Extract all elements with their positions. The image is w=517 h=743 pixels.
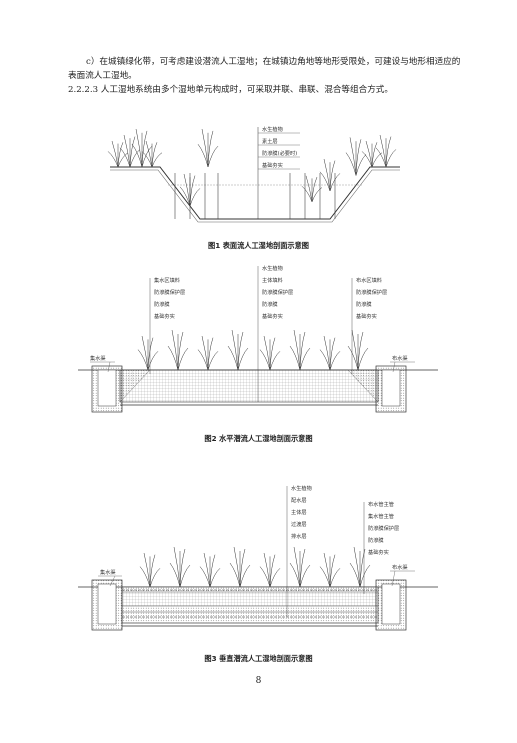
fig2-center-label-0: 水生植物 <box>262 264 283 272</box>
fig3-right-label-3: 防渗膜 <box>368 536 384 544</box>
reed-plant <box>107 140 129 168</box>
fig3-center-label-0: 水生植物 <box>291 484 312 492</box>
reed-plant <box>319 335 341 371</box>
figure-2-labels-right: 布水区填料 防渗膜保护层 防渗膜 基础夯实 <box>351 276 387 374</box>
figure-2-labels-center: 水生植物 主体填料 防渗膜保护层 防渗膜 基础夯实 <box>257 264 293 402</box>
figure-3-caption: 图3 垂直潜流人工湿地剖面示意图 <box>204 654 313 663</box>
fig1-label-base: 基础夯实 <box>262 161 283 169</box>
fig2-right-label-1: 防渗膜保护层 <box>356 288 387 296</box>
fig2-left-label-0: 集水区填料 <box>154 276 180 284</box>
fig3-center-label-3: 过渡层 <box>291 520 307 528</box>
fig3-right-label-4: 基础夯实 <box>368 548 389 556</box>
paragraph-clause-2-2-2-3: 2.2.2.3 人工湿地系统由多个湿地单元构成时，可采取并联、串联、混合等组合方… <box>68 85 393 95</box>
reed-plant <box>345 137 367 176</box>
reed-plant <box>119 134 141 168</box>
figure-2-caption: 图2 水平潜流人工湿地剖面示意图 <box>204 434 313 443</box>
reed-plant <box>259 335 281 371</box>
fig2-left-label-3: 基础夯实 <box>154 312 175 320</box>
reed-plant <box>141 140 163 168</box>
reed-plant <box>347 329 369 371</box>
reed-plant <box>229 546 251 588</box>
fig2-left-label-2: 防渗膜 <box>154 300 170 308</box>
reed-plant <box>227 329 249 371</box>
fig3-center-label-2: 主体层 <box>291 508 307 516</box>
fig2-center-label-2: 防渗膜保护层 <box>262 288 293 296</box>
fig3-label-left-tank: 集水渠 <box>100 568 116 576</box>
fig2-left-label-1: 防渗膜保护层 <box>154 288 185 296</box>
figure-3-labels-center: 水生植物 配水层 主体层 过渡层 排水层 <box>286 484 312 617</box>
reed-plant <box>169 546 191 588</box>
fig2-right-label-2: 防渗膜 <box>356 300 372 308</box>
fig1-label-soil: 素土层 <box>262 137 278 145</box>
reed-plant <box>289 546 311 588</box>
fig2-center-label-1: 主体填料 <box>262 276 283 284</box>
fig3-center-label-1: 配水层 <box>291 496 307 504</box>
reed-plant <box>289 329 311 371</box>
fig2-right-label-0: 布水区填料 <box>356 276 382 284</box>
reed-plant <box>375 134 397 168</box>
fig3-label-right-tank: 布水渠 <box>392 563 408 571</box>
fig2-center-label-4: 基础夯实 <box>262 312 283 320</box>
figure-2-labels-left: 集水区填料 防渗膜保护层 防渗膜 基础夯实 <box>149 276 185 374</box>
reed-plant <box>349 546 371 588</box>
reed-plant <box>197 128 219 168</box>
figure-1-labels: 水生植物 素土层 防渗膜(必要时) 基础夯实 <box>258 125 300 170</box>
figure-1-surface-flow-diagram: 水生植物 素土层 防渗膜(必要时) 基础夯实 <box>107 125 400 223</box>
fig1-label-membrane: 防渗膜(必要时) <box>262 149 297 157</box>
reed-plant <box>179 173 201 207</box>
fig1-label-plants: 水生植物 <box>262 125 283 133</box>
figure-3-labels-right: 布水管主管 集水管主管 防渗膜保护层 防渗膜 基础夯实 <box>363 500 399 594</box>
fig3-right-label-1: 集水管主管 <box>368 512 394 520</box>
reed-plant <box>319 552 341 588</box>
fig2-right-label-3: 基础夯实 <box>356 312 377 320</box>
fig2-center-label-3: 防渗膜 <box>262 300 278 308</box>
figure-3-vertical-flow-diagram: 集水渠 布水渠 水生植物 配水层 主体层 过渡层 排水层 布水管主管 集水管主管… <box>78 484 438 631</box>
reed-plant <box>131 128 153 168</box>
page-number: 8 <box>255 676 262 686</box>
figure-2-horizontal-flow-diagram: 集水渠 布水渠 集水区填料 防渗膜保护层 防渗膜 基础夯实 水生植物 主体填料 … <box>78 264 438 413</box>
reed-plant <box>319 158 341 192</box>
paragraph-item-c: c）在城镇绿化带，可考虑建设潜流人工湿地；在城镇边角地等地形受限处，可建设与地形… <box>68 57 461 81</box>
fig3-center-label-4: 排水层 <box>291 532 307 540</box>
fig3-right-label-2: 防渗膜保护层 <box>368 524 399 532</box>
reed-plant <box>361 140 383 168</box>
fig2-label-left-tank: 集水渠 <box>90 354 106 362</box>
fig2-label-right-tank: 布水渠 <box>392 354 408 362</box>
reed-plant <box>301 175 323 202</box>
reed-plant <box>197 335 219 371</box>
reed-plant <box>137 335 159 371</box>
fig3-right-label-0: 布水管主管 <box>368 500 394 508</box>
reed-plant <box>199 552 221 588</box>
reed-plant <box>259 552 281 588</box>
reed-plant <box>139 552 161 588</box>
reed-plant <box>167 329 189 371</box>
figure-1-caption: 图1 表面流人工湿地剖面示意图 <box>208 241 309 250</box>
